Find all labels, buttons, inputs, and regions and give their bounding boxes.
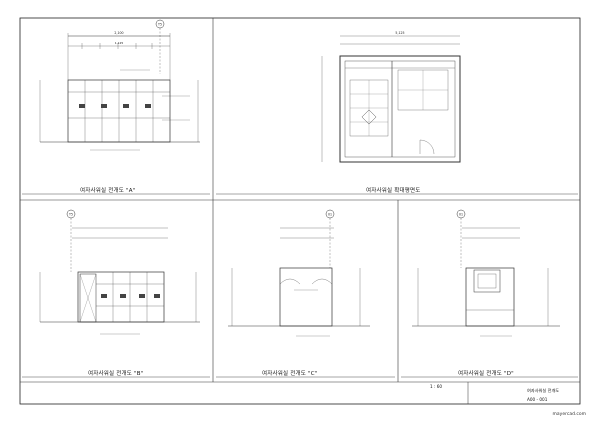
marker-b: T5 [68,213,73,217]
elevation-b [39,209,200,335]
dim-plan-top: 5,125 [395,31,404,35]
caption-elevation-a: 여자사워실 전개도 "A" [80,188,136,194]
watermark: mayercad.com [552,412,586,417]
marker-d: 01 [459,213,463,217]
elevation-d [412,209,560,337]
marker-c: 01 [328,213,332,217]
sheet-border [19,17,581,405]
sheet-number: A00 - 001 [527,397,548,402]
enlarged-plan [321,35,461,163]
caption-elevation-c: 여자사워실 전개도 "C" [262,371,318,377]
caption-elevation-b: 여자사워실 전개도 "B" [88,371,144,377]
elevation-c [228,209,370,337]
elevation-a [39,19,200,151]
caption-enlarged-plan: 여자사워실 확대평면도 [366,188,421,194]
sheet-name: 여자사워실 전개도 [527,388,560,393]
marker-a: T5 [157,23,162,27]
caption-elevation-d: 여자사워실 전개도 "D" [458,371,514,377]
dim-a-sub: 1,125 [115,41,124,45]
drawing-scale: 1 : 60 [430,384,443,389]
dim-a-top: 2,100 [114,31,123,35]
